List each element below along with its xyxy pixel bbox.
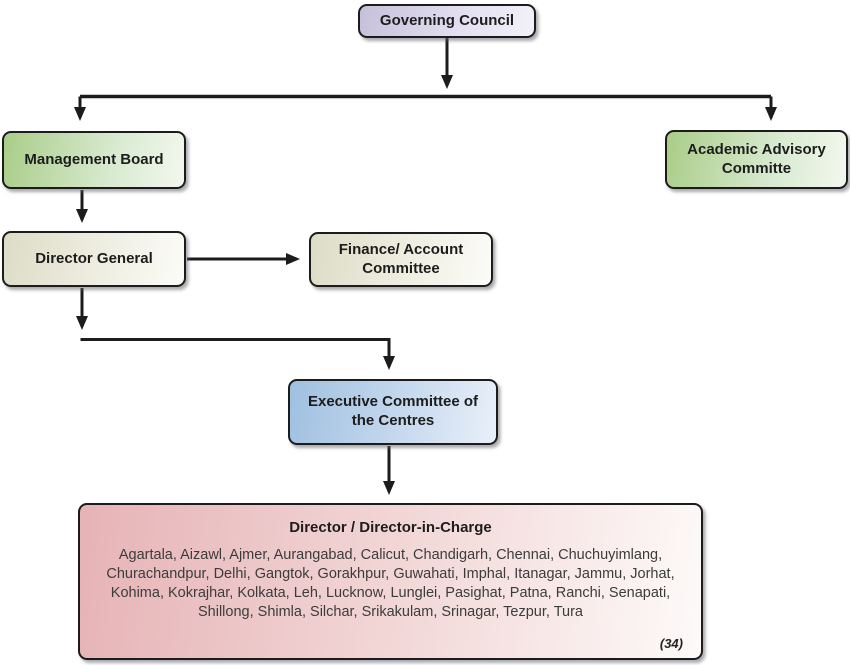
directors-centres-list: Agartala, Aizawl, Ajmer, Aurangabad, Cal… xyxy=(106,546,675,620)
connector-elbow-to-executive xyxy=(80,338,395,370)
node-governing-council-label: Governing Council xyxy=(379,11,515,29)
node-finance-account-committee: Finance/ Account Committee xyxy=(309,232,493,287)
node-management-board: Management Board xyxy=(2,131,186,189)
node-governing-council: Governing Council xyxy=(358,4,536,38)
node-executive-committee: Executive Committee of the Centres xyxy=(288,379,498,445)
node-management-board-label: Management Board xyxy=(24,150,164,168)
node-director-general: Director General xyxy=(2,231,186,287)
directors-title: Director / Director-in-Charge xyxy=(289,519,492,536)
node-executive-committee-label: Executive Committee of the Centres xyxy=(307,393,479,429)
node-academic-advisory-committee: Academic Advisory Committe xyxy=(665,130,848,189)
node-academic-advisory-label: Academic Advisory Committe xyxy=(687,140,826,177)
directors-count: (34) xyxy=(659,635,683,651)
node-finance-committee-label: Finance/ Account Committee xyxy=(338,240,464,277)
node-director-general-label: Director General xyxy=(35,249,153,267)
node-directors: Director / Director-in-Charge Agartala, … xyxy=(78,503,703,660)
